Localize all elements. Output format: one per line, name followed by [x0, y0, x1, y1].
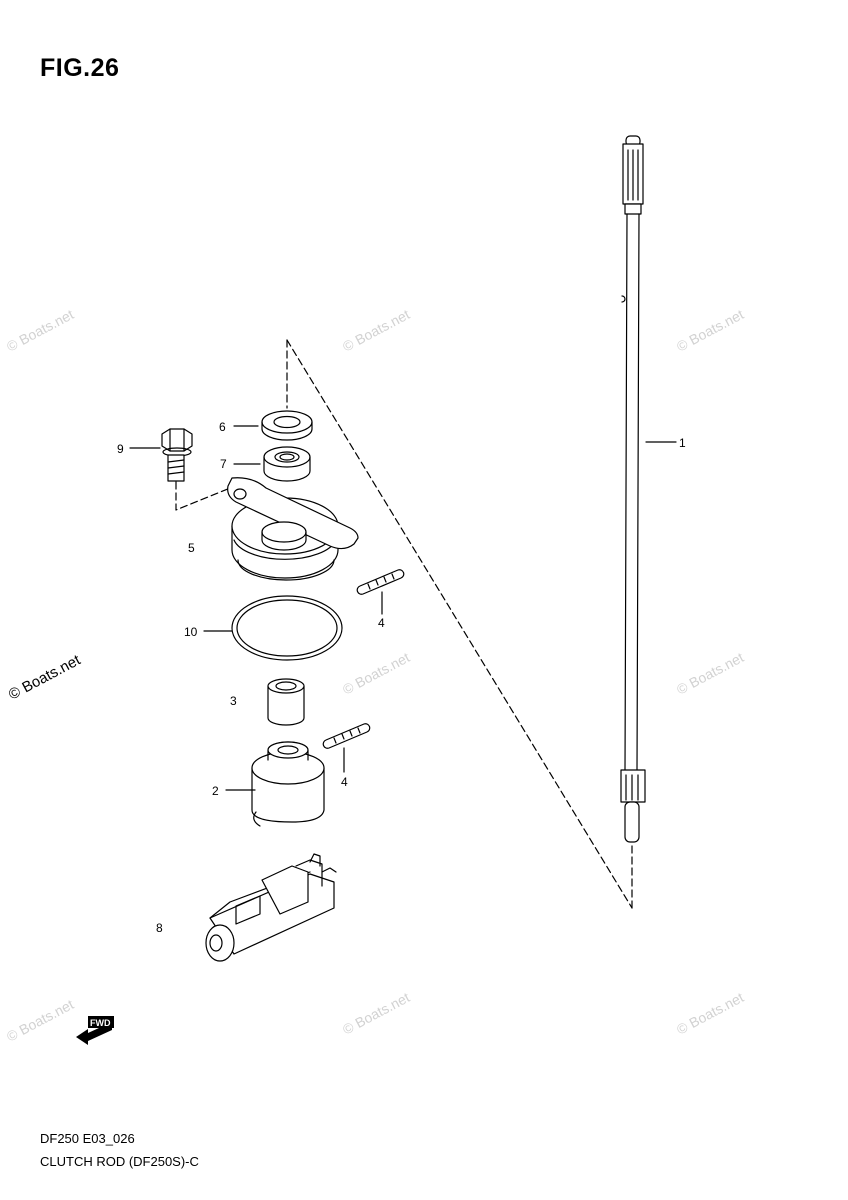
callout-label: 1	[679, 436, 686, 450]
callout-label: 2	[212, 784, 219, 798]
callout-label: 4	[378, 616, 385, 630]
watermarks: © Boats.net © Boats.net © Boats.net © Bo…	[4, 306, 746, 1045]
callouts: 1 2 3 4 4 5 6 7 8 9 10	[117, 420, 686, 935]
watermark: © Boats.net	[340, 306, 412, 355]
watermark: © Boats.net	[6, 651, 84, 703]
callout-label: 4	[341, 775, 348, 789]
bolt-part	[161, 428, 193, 482]
spacer-part	[267, 678, 305, 726]
watermark: © Boats.net	[4, 996, 76, 1045]
callout-label: 9	[117, 442, 124, 456]
watermark: © Boats.net	[4, 306, 76, 355]
figure-title: FIG.26	[40, 54, 120, 82]
forward-icon-label: FWD	[90, 1018, 111, 1028]
o-ring-part	[231, 595, 343, 661]
clutch-shifter-part	[251, 741, 325, 827]
clutch-cam-part	[227, 477, 359, 581]
watermark: © Boats.net	[340, 989, 412, 1038]
figure-description: CLUTCH ROD (DF250S)-C	[40, 1154, 199, 1169]
forward-arrow-icon: FWD	[76, 1016, 114, 1045]
clutch-rod-part	[620, 135, 646, 843]
washer-part	[261, 410, 313, 441]
shift-cam-part	[205, 853, 337, 962]
watermark: © Boats.net	[674, 306, 746, 355]
callout-label: 8	[156, 921, 163, 935]
callout-label: 7	[220, 457, 227, 471]
reference-lines	[175, 339, 633, 909]
callout-label: 5	[188, 541, 195, 555]
leader-lines	[129, 425, 677, 791]
callout-label: 3	[230, 694, 237, 708]
watermark: © Boats.net	[340, 649, 412, 698]
watermark: © Boats.net	[674, 989, 746, 1038]
figure-code: DF250 E03_026	[40, 1131, 135, 1146]
callout-label: 10	[184, 625, 198, 639]
watermark: © Boats.net	[674, 649, 746, 698]
pin-part	[322, 723, 371, 749]
pin-part	[356, 569, 405, 595]
callout-label: 6	[219, 420, 226, 434]
bearing-part	[263, 446, 311, 482]
